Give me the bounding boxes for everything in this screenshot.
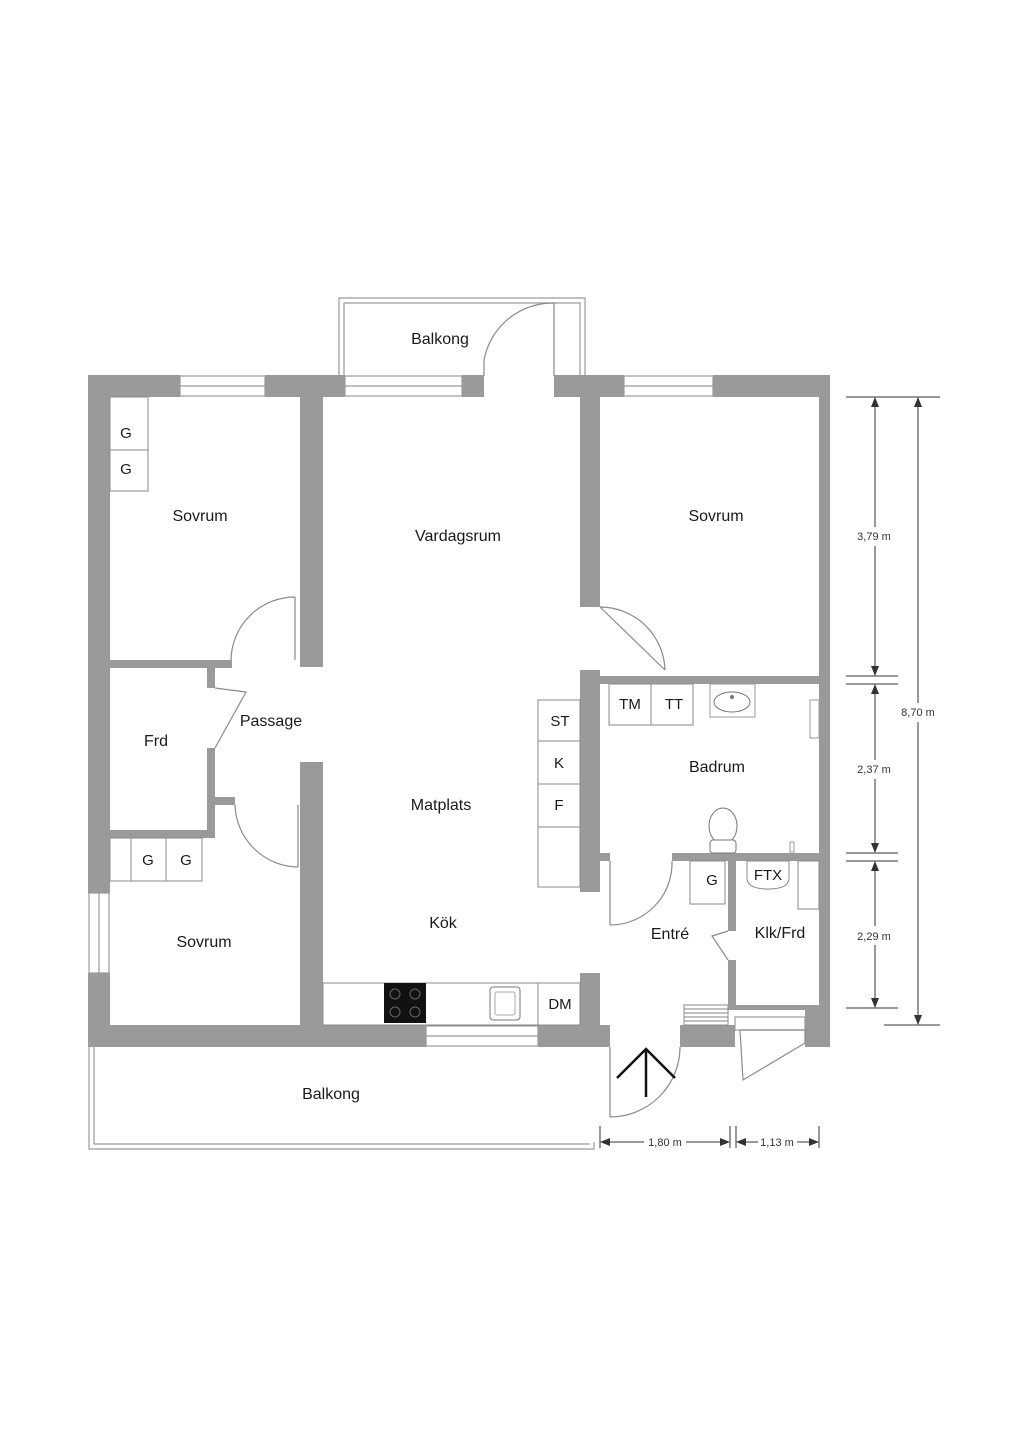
room-frd: Frd [144, 733, 168, 750]
interior-walls [110, 397, 819, 1047]
balcony-bottom [88, 1047, 595, 1150]
fixture-ftx-label: FTX [754, 867, 782, 884]
windows [88, 375, 806, 1047]
wardrobe-g5-label: G [706, 872, 718, 889]
dim-right-total: 8,70 m [901, 707, 935, 719]
ftx-unit [746, 860, 790, 890]
dim-right-bottom: 2,29 m [857, 931, 891, 943]
exterior-walls [88, 375, 830, 1047]
dimension-right: 3,79 m 2,37 m 2,29 m 8,70 m [846, 396, 940, 1026]
faucet-icon [789, 841, 795, 853]
room-sovrum-ne: Sovrum [688, 508, 743, 525]
kitchen-tall-units: ST K F [537, 699, 581, 888]
room-balkong-bottom: Balkong [302, 1086, 360, 1103]
entrance-arrow-icon [616, 1047, 676, 1097]
wardrobe-g2-label: G [120, 461, 132, 478]
room-badrum: Badrum [689, 759, 745, 776]
fixture-dm-label: DM [548, 996, 571, 1013]
room-kok: Kök [429, 915, 458, 932]
dim-right-top: 3,79 m [857, 531, 891, 543]
room-passage: Passage [240, 713, 302, 730]
fixture-st-label: ST [550, 713, 569, 730]
dim-right-mid: 2,37 m [857, 764, 891, 776]
dim-bottom-left: 1,80 m [648, 1137, 682, 1149]
room-sovrum-nw: Sovrum [172, 508, 227, 525]
room-sovrum-sw: Sovrum [176, 934, 231, 951]
bathroom-fixtures: TM TT [608, 683, 820, 854]
fixture-tm-label: TM [619, 696, 641, 713]
room-klk-frd: Klk/Frd [755, 925, 806, 942]
doors [214, 302, 806, 1118]
wardrobe-g4-label: G [180, 852, 192, 869]
threshold-grate [683, 1004, 729, 1026]
bathroom-wall-cabinet [809, 699, 820, 739]
fixture-f-label: F [554, 797, 563, 814]
fixture-tt-label: TT [665, 696, 683, 713]
dim-bottom-right: 1,13 m [760, 1137, 794, 1149]
room-matplats: Matplats [411, 797, 471, 814]
wardrobe-g3-label: G [142, 852, 154, 869]
wardrobe-g1-label: G [120, 425, 132, 442]
kitchen-counter: DM [322, 982, 581, 1026]
dimension-bottom: 1,80 m 1,13 m [599, 1126, 820, 1149]
stove-icon [384, 983, 426, 1023]
room-entre: Entré [651, 926, 689, 943]
wardrobe-sw: G G [109, 837, 203, 882]
toilet-icon [708, 807, 738, 854]
room-balkong-top: Balkong [411, 331, 469, 348]
hall-fixtures: G FTX [689, 860, 820, 910]
room-vardagsrum: Vardagsrum [415, 528, 501, 545]
wardrobe-nw: G G [109, 396, 149, 492]
fixture-k-label: K [554, 755, 564, 772]
kitchen-sink-icon [489, 986, 521, 1021]
balcony-top [338, 297, 586, 376]
